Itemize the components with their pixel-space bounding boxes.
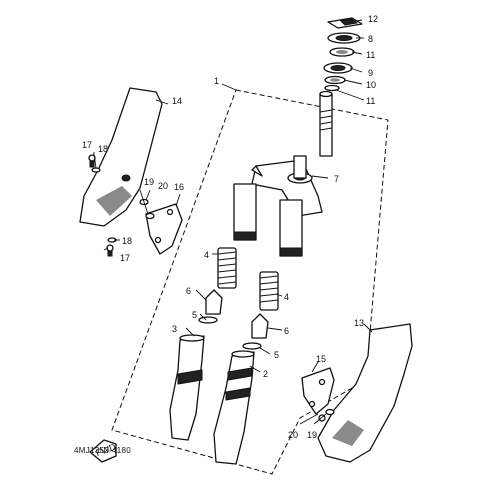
fork-spring-left (217, 247, 237, 289)
callout-13: 13 (354, 318, 364, 328)
forward-direction-badge: FWD (89, 439, 118, 463)
callout-17-upper: 17 (82, 140, 92, 150)
callout-15: 15 (316, 354, 326, 364)
grommet-right (325, 408, 335, 416)
bearing-race (323, 62, 353, 74)
lock-washer (327, 32, 361, 44)
under-bracket (251, 155, 323, 217)
callout-16: 16 (174, 182, 184, 192)
inner-tube-right (279, 199, 303, 257)
callout-12: 12 (368, 14, 378, 24)
inner-tube-left (233, 183, 257, 241)
fork-spring-right (259, 271, 279, 311)
callout-5-right: 5 (274, 350, 279, 360)
leader-lines (93, 19, 373, 425)
ring-nut (327, 17, 363, 29)
callout-labels: 1 2 3 4 4 5 5 6 6 7 8 9 10 11 11 12 13 1… (82, 14, 378, 440)
stay-bracket-left (145, 203, 183, 255)
callout-9: 9 (368, 68, 373, 78)
fork-assembly-boundary (111, 89, 389, 475)
stay-bracket-right (301, 367, 335, 415)
callout-20-left: 20 (158, 181, 168, 191)
callout-11-upper: 11 (366, 50, 375, 60)
callout-10: 10 (366, 80, 376, 90)
callout-11-lower: 11 (366, 96, 375, 106)
callout-3: 3 (172, 324, 177, 334)
callout-17-lower: 17 (120, 253, 130, 263)
outer-tube-left (169, 334, 205, 441)
ball-race-lower (324, 84, 340, 92)
screw-left-lower (106, 244, 114, 257)
callout-19-right: 19 (307, 430, 317, 440)
callout-8: 8 (368, 34, 373, 44)
callout-1: 1 (214, 76, 219, 86)
callout-4-left: 4 (204, 250, 209, 260)
washer-left-upper (91, 167, 101, 173)
callout-6-right: 6 (284, 326, 289, 336)
steering-stem (319, 90, 333, 157)
washer-right (242, 342, 262, 350)
callout-4-right: 4 (284, 292, 289, 302)
callout-14: 14 (172, 96, 182, 106)
callout-5-left: 5 (192, 310, 197, 320)
callout-2: 2 (263, 369, 268, 379)
grommet-left (139, 198, 155, 220)
callout-20-right: 20 (288, 430, 298, 440)
callout-18-upper: 18 (98, 144, 108, 154)
callout-6-left: 6 (186, 286, 191, 296)
washer-left (198, 316, 218, 324)
outer-tube-right (213, 350, 255, 465)
fork-cover-right (317, 323, 413, 463)
callout-18-lower: 18 (122, 236, 132, 246)
ball-race-upper (329, 47, 355, 57)
spring-seat-right (251, 313, 269, 339)
callout-7: 7 (334, 174, 339, 184)
catalog-code: 4MJ1352-4180 (74, 446, 131, 455)
spring-seat-left (205, 289, 223, 315)
ball-bearing (324, 75, 346, 85)
callout-19-left: 19 (144, 177, 154, 187)
